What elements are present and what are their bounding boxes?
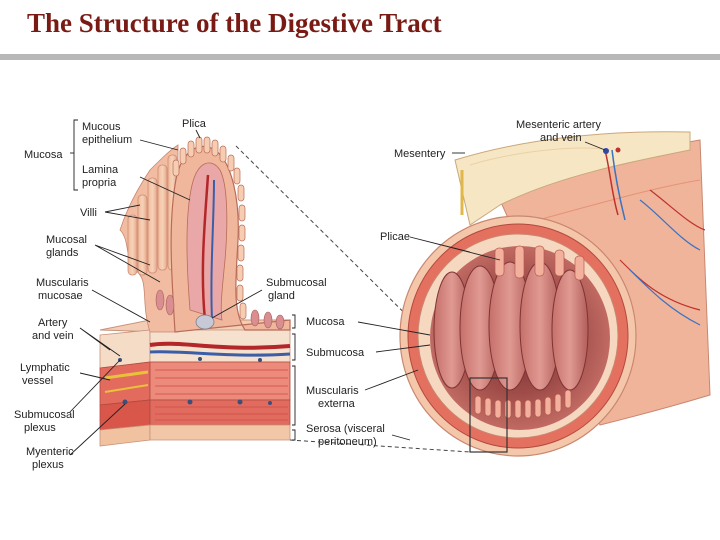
label-plica: Plica <box>182 118 207 130</box>
submucosal-gland <box>195 314 215 330</box>
title-divider <box>0 54 720 60</box>
leader-lines <box>69 119 606 456</box>
myenteric-plexus <box>122 399 272 405</box>
mesenteric-artery-vein <box>603 148 609 154</box>
label-muscularis-externa-1: Muscularis <box>306 385 359 397</box>
intestine-tube <box>399 131 711 457</box>
label-submucosal-plexus-2: plexus <box>24 422 56 434</box>
label-myenteric-plexus-1: Myenteric <box>26 446 74 458</box>
label-serosa-1: Serosa (visceral <box>306 423 385 435</box>
label-plicae: Plicae <box>380 231 410 243</box>
label-muscularis-externa-2: externa <box>318 398 356 410</box>
mucosal-glands <box>155 289 285 330</box>
lymphatic-vessel <box>104 370 149 380</box>
label-mucous-epithelium-1: Mucous <box>82 121 121 133</box>
label-muscularis-mucosae-1: Muscularis <box>36 277 89 289</box>
circular-muscle-layer <box>99 361 151 406</box>
label-artery-vein-2: and vein <box>32 330 74 342</box>
artery <box>149 341 291 350</box>
label-mesenteric-artery-1: Mesenteric artery <box>516 119 601 131</box>
label-artery-vein-1: Artery <box>38 317 68 329</box>
label-mucosal-glands-1: Mucosal <box>46 234 87 246</box>
label-lamina-propria-2: propria <box>82 177 117 189</box>
label-mucosa-left: Mucosa <box>24 149 63 161</box>
label-mucous-epithelium-2: epithelium <box>82 134 132 146</box>
label-lamina-propria-1: Lamina <box>82 164 119 176</box>
wall-section-block <box>99 319 291 447</box>
plica-fold <box>155 136 291 333</box>
label-myenteric-plexus-2: plexus <box>32 459 64 471</box>
label-mucosa-mid: Mucosa <box>306 316 345 328</box>
vein <box>149 350 291 357</box>
label-villi: Villi <box>80 207 97 219</box>
slide-title: The Structure of the Digestive Tract <box>27 8 442 38</box>
label-submucosa: Submucosa <box>306 347 365 359</box>
label-submucosal-gland-2: gland <box>268 290 295 302</box>
label-muscularis-mucosae-2: mucosae <box>38 290 83 302</box>
label-mucosal-glands-2: glands <box>46 247 79 259</box>
label-submucosal-gland-1: Submucosal <box>266 277 327 289</box>
label-lymphatic-vessel-2: vessel <box>22 375 53 387</box>
labels: Mucosa Mucous epithelium Lamina propria … <box>14 118 601 471</box>
submucosa-layer <box>99 329 151 369</box>
plicae-folds <box>433 261 589 391</box>
label-mesentery: Mesentery <box>394 148 446 160</box>
magnified-region-box <box>469 377 508 453</box>
label-submucosal-plexus-1: Submucosal <box>14 409 75 421</box>
label-lymphatic-vessel-1: Lymphatic <box>20 362 70 374</box>
label-mesenteric-artery-2: and vein <box>540 132 582 144</box>
label-serosa-2: peritoneum) <box>318 436 377 448</box>
